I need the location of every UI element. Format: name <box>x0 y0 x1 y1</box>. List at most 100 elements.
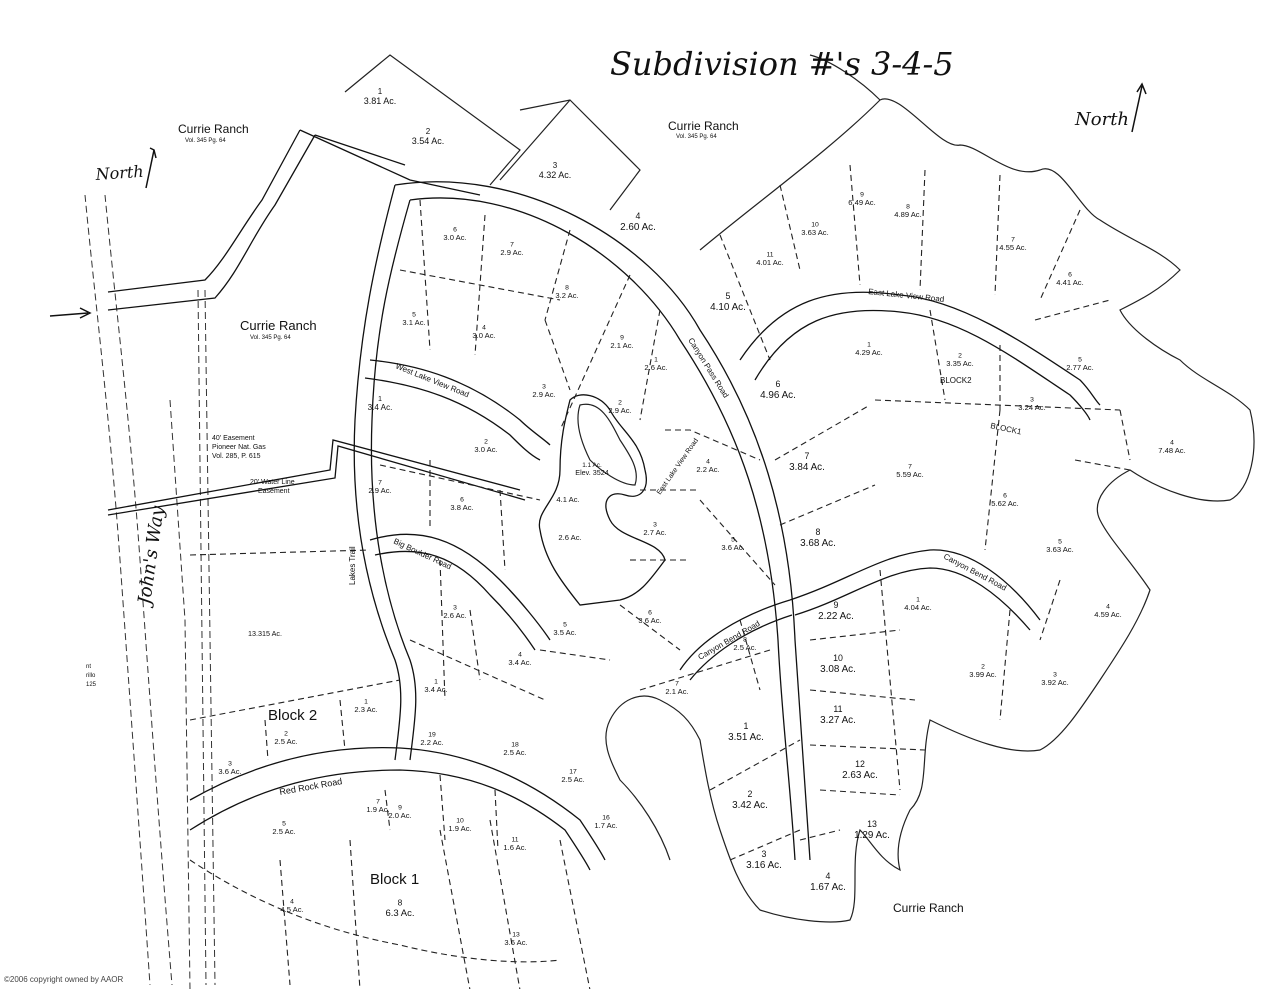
lot-number: 2 <box>284 731 288 738</box>
lot-acreage: 4.01 Ac. <box>756 258 783 267</box>
lot-acreage: 6.3 Ac. <box>385 908 414 919</box>
lot-label: 47.48 Ac. <box>1158 440 1185 456</box>
road-lakes-trail: Lakes Trail <box>348 546 357 585</box>
lot-acreage: 1.9 Ac. <box>366 805 389 814</box>
lot-acreage: 3.6 Ac. <box>504 938 527 947</box>
lot-label: 13.4 Ac. <box>424 679 447 695</box>
lot-label: 84.89 Ac. <box>894 204 921 220</box>
lot-label: 92.1 Ac. <box>610 335 633 351</box>
lot-acreage: 3.54 Ac. <box>412 136 445 146</box>
lot-number: 5 <box>1078 357 1082 364</box>
lot-label: 32.6 Ac. <box>443 605 466 621</box>
lot-number: 3 <box>1053 672 1057 679</box>
lot-acreage: 3.4 Ac. <box>368 403 393 412</box>
lot-label: 42.60 Ac. <box>620 211 656 233</box>
lot-acreage: 4.04 Ac. <box>904 603 931 612</box>
lot-acreage: 2.9 Ac. <box>368 486 391 495</box>
lot-number: 10 <box>811 222 819 229</box>
lot-acreage: 2.5 Ac. <box>503 748 526 757</box>
lot-acreage: 5.59 Ac. <box>896 470 923 479</box>
lot-number: 4 <box>706 459 710 466</box>
easement-line: Vol. 285, P. 615 <box>212 453 261 460</box>
lot-label: 64.96 Ac. <box>760 379 796 401</box>
lot-label: 13.51 Ac. <box>728 721 764 743</box>
road-canyon-bend-e: Canyon Bend Road <box>942 552 1008 593</box>
lot-label: 23.0 Ac. <box>474 439 497 455</box>
lot-acreage: 2.22 Ac. <box>818 611 854 622</box>
lot-acreage: 3.35 Ac. <box>946 359 973 368</box>
lot-number: 3 <box>228 761 232 768</box>
lot-acreage: 2.9 Ac. <box>532 390 555 399</box>
lot-label: 63.6 Ac. <box>638 610 661 626</box>
lot-label: 23.35 Ac. <box>946 353 973 369</box>
lot-number: 5 <box>412 312 416 319</box>
lot-number: 9 <box>398 805 402 812</box>
lot-label: 52.5 Ac. <box>272 821 295 837</box>
north-arrow-right: North <box>1074 82 1147 133</box>
lot-number: 1 <box>867 342 871 349</box>
lot-number: 1 <box>744 721 749 731</box>
lot-number: 3 <box>1030 397 1034 404</box>
lot-number: 8 <box>398 898 403 908</box>
lot-acreage: 1.9 Ac. <box>448 824 471 833</box>
lot-acreage: 4.89 Ac. <box>894 210 921 219</box>
fragment-text: rillo <box>86 673 96 679</box>
lot-acreage: 2.60 Ac. <box>620 222 656 233</box>
lot-number: 7 <box>805 451 810 461</box>
lot-acreage: 2.5 Ac. <box>733 643 756 652</box>
lot-label: 12.3 Ac. <box>354 699 377 715</box>
arrow-up-icon <box>149 147 157 159</box>
copyright-notice: ©2006 copyright owned by AAOR <box>4 975 124 984</box>
ranch-ref: Vol. 345 Pg. 64 <box>185 138 226 144</box>
lot-label: 64.41 Ac. <box>1056 272 1083 288</box>
lot-acreage: 3.81 Ac. <box>364 96 397 106</box>
lot-number: 7 <box>378 480 382 487</box>
easement-line: 20' Water Line <box>250 479 295 486</box>
lot-acreage: 3.24 Ac. <box>1018 403 1045 412</box>
lot-label: 33.92 Ac. <box>1041 672 1068 688</box>
block-label-1: Block 1 <box>370 871 419 888</box>
ranch-name: Currie Ranch <box>240 318 317 333</box>
lot-number: 7 <box>1011 237 1015 244</box>
lot-acreage: 2.6 Ac. <box>558 533 581 542</box>
lot-number: 1 <box>916 597 920 604</box>
lot-label: 83.68 Ac. <box>800 527 836 549</box>
lot-number: 3 <box>553 161 558 170</box>
lot-label: 113.27 Ac. <box>820 704 856 726</box>
arrow-up-icon <box>1136 82 1147 95</box>
lot-number: 3 <box>542 384 546 391</box>
lot-label: 13.315 Ac. <box>248 629 282 638</box>
lot-label: 42.2 Ac. <box>696 459 719 475</box>
lot-number: 5 <box>731 537 735 544</box>
road-west-lake-view: West Lake View Road <box>394 362 470 400</box>
lot-acreage: 2.5 Ac. <box>272 827 295 836</box>
lot-number: 2 <box>618 400 622 407</box>
lot-acreage: 3.6 Ac. <box>218 767 241 776</box>
lot-number: 1 <box>654 357 658 364</box>
lot-number: 6 <box>460 497 464 504</box>
lot-number: 8 <box>906 204 910 211</box>
lot-number: 8 <box>565 285 569 292</box>
lot-acreage: 3.16 Ac. <box>746 860 782 871</box>
lot-acreage: 3.2 Ac. <box>555 291 578 300</box>
road-johns-way: John's Way <box>134 504 169 610</box>
lot-acreage: 2.5 Ac. <box>561 775 584 784</box>
lot-number: 1.1 Ac. <box>582 462 602 469</box>
lot-number: 9 <box>860 192 864 199</box>
lot-number: 2 <box>981 664 985 671</box>
lot-acreage: 2.6 Ac. <box>644 363 667 372</box>
ranch-label-n: Currie Ranch Vol. 345 Pg. 64 <box>668 119 739 140</box>
lot-label: 22.9 Ac. <box>608 400 631 416</box>
lot-number: 1 <box>378 394 382 403</box>
lot-label: 53.1 Ac. <box>402 312 425 328</box>
lot-number: 8 <box>743 637 747 644</box>
lot-label: 44.59 Ac. <box>1094 604 1121 620</box>
lot-acreage: 3.68 Ac. <box>800 538 836 549</box>
lot-acreage: 2.5 Ac. <box>274 737 297 746</box>
lot-number: 9 <box>834 600 839 610</box>
lot-label: 43.0 Ac. <box>472 325 495 341</box>
lot-label: 103.08 Ac. <box>820 653 856 675</box>
lot-label: 103.63 Ac. <box>801 222 828 238</box>
lot-number: 16 <box>602 815 610 822</box>
